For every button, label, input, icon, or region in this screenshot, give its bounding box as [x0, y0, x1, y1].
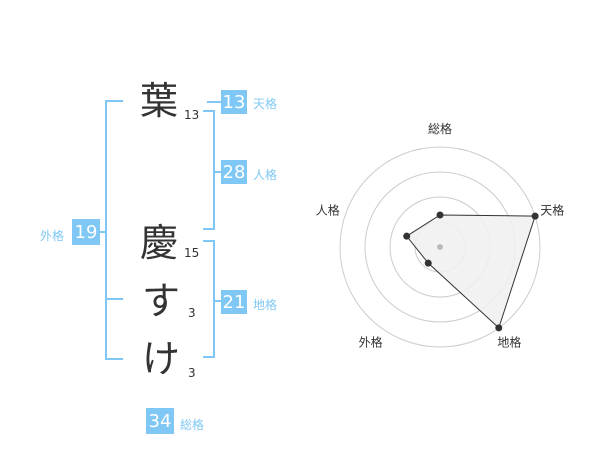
name-char-3: す [142, 279, 181, 323]
radar-point-2 [531, 212, 539, 220]
radar-axis-label-3: 地格 [497, 334, 521, 349]
radar-ring-4 [339, 146, 541, 348]
jinkaku-label: 人格 [253, 168, 278, 182]
jinkaku-value: 28 [221, 160, 247, 184]
stroke-count-3: 3 [188, 306, 196, 320]
tenkaku-value: 13 [221, 90, 247, 114]
name-char-2: 慶 [140, 221, 179, 265]
name-char-1: 葉 [140, 79, 179, 123]
chikaku-label: 地格 [253, 298, 278, 312]
jinkaku-connector [215, 171, 223, 173]
radar-point-5 [403, 232, 411, 240]
stroke-count-4: 3 [188, 366, 196, 380]
radar-point-4 [424, 259, 432, 267]
radar-axis-label-1: 総格 [428, 121, 452, 136]
gaikaku-label: 外格 [40, 229, 65, 243]
soukaku-label: 総格 [180, 418, 205, 432]
jinkaku-bracket [203, 110, 215, 230]
gaikaku-bracket-mid [105, 298, 123, 300]
chikaku-value: 21 [221, 290, 247, 314]
stroke-count-1: 13 [184, 108, 200, 122]
tenkaku-label: 天格 [253, 97, 278, 111]
name-char-4: け [142, 337, 181, 381]
radar-axis-label-4: 外格 [359, 334, 383, 349]
radar-axis-label-2: 天格 [540, 203, 564, 218]
soukaku-value: 34 [146, 408, 174, 434]
radar-point-1 [436, 211, 444, 219]
radar-center-dot [437, 244, 443, 250]
radar-point-3 [495, 324, 503, 332]
stroke-count-2: 15 [184, 246, 200, 260]
gaikaku-value: 19 [72, 219, 100, 245]
radar-area [405, 214, 536, 329]
chikaku-connector [215, 300, 223, 302]
tenkaku-connector [207, 101, 221, 103]
radar-axis-label-5: 人格 [316, 203, 340, 218]
gaikaku-bracket [105, 100, 123, 360]
chikaku-bracket [203, 240, 215, 358]
